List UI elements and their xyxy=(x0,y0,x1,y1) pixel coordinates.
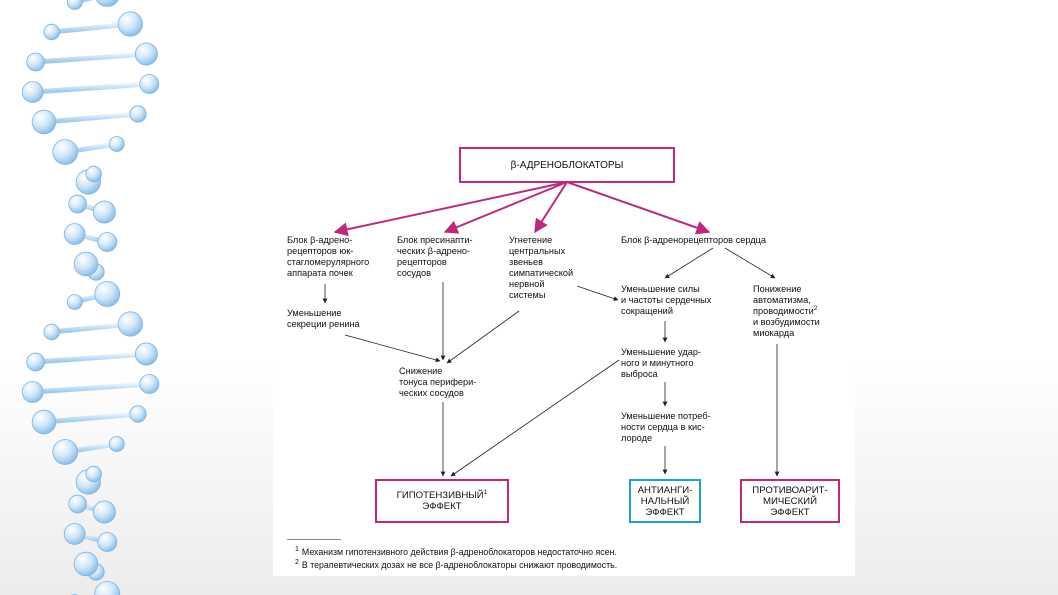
helix-sphere xyxy=(68,494,87,514)
helix-rod xyxy=(33,51,149,65)
node-force: Уменьшение силы и частоты сердечных сокр… xyxy=(621,284,712,316)
helix-sphere xyxy=(94,581,121,595)
helix-rod xyxy=(49,21,133,35)
branch-central: Угнетение центральных звеньев симпатичес… xyxy=(509,235,574,300)
footnote-rule xyxy=(287,539,341,540)
helix-rod xyxy=(41,411,141,425)
helix-rod xyxy=(30,81,152,95)
helix-sphere xyxy=(92,500,116,524)
helix-sphere xyxy=(129,405,147,423)
footnote-1-text: Механизм гипотензивного действия β-адрен… xyxy=(301,546,617,557)
helix-sphere xyxy=(26,352,45,372)
branch-presynaptic: Блок пресинапти- ческих β-адрено- рецепт… xyxy=(397,235,473,278)
node-automatism: Понижение автоматизма, проводимости2 и в… xyxy=(753,284,820,339)
helix-sphere xyxy=(97,532,118,552)
helix-sphere xyxy=(66,0,83,10)
helix-sphere xyxy=(85,165,102,183)
helix-sphere xyxy=(52,439,79,465)
node-oxygen: Уменьшение потреб- ности сердца в кис- л… xyxy=(621,411,711,443)
helix-rod xyxy=(33,351,149,365)
hypotensive-text-a: ГИПОТЕНЗИВНЫЙ xyxy=(396,490,484,501)
helix-rod xyxy=(49,321,133,335)
footnote-1-num: 1 xyxy=(295,546,299,553)
automatism-text-b: и возбудимости миокарда xyxy=(753,317,820,338)
arrow-renin-tone xyxy=(344,334,441,363)
arrow-heart-force xyxy=(664,247,714,279)
branch-heart: Блок β-адренорецепторов сердца xyxy=(621,235,766,245)
dna-helix-icon xyxy=(21,0,160,595)
helix-sphere xyxy=(117,11,143,37)
arrow-root-heart xyxy=(566,181,711,235)
helix-sphere xyxy=(21,381,44,403)
diagram-canvas: β-АДРЕНОБЛОКАТОРЫ Блок β-адрено- рецепто… xyxy=(273,120,855,576)
footnote-2-num: 2 xyxy=(295,559,299,566)
footnote-2-marker: 2 xyxy=(813,304,818,312)
footnote-1-marker: 1 xyxy=(483,488,488,496)
helix-rod xyxy=(30,381,152,395)
arrows-layer xyxy=(322,181,780,477)
arrow-root-central xyxy=(534,181,568,234)
helix-sphere xyxy=(139,374,160,394)
helix-sphere xyxy=(43,323,60,341)
helix-sphere xyxy=(117,311,143,337)
helix-sphere xyxy=(31,109,57,135)
arrow-central-force xyxy=(576,285,619,301)
arrow-output-hypotensive xyxy=(450,359,620,477)
hypotensive-text-b: ЭФФЕКТ xyxy=(422,501,462,512)
helix-sphere xyxy=(97,232,118,252)
node-output: Уменьшение удар- ного и минутного выброс… xyxy=(621,347,701,379)
helix-sphere xyxy=(73,551,99,577)
automatism-text-a: Понижение автоматизма, проводимости xyxy=(753,284,814,316)
root-box: β-АДРЕНОБЛОКАТОРЫ xyxy=(459,147,675,183)
effect-antiarrhythmic: ПРОТИВОАРИТ- МИЧЕСКИЙ ЭФФЕКТ xyxy=(740,479,840,523)
helix-sphere xyxy=(52,139,79,165)
helix-sphere xyxy=(134,42,158,66)
helix-sphere xyxy=(92,200,116,224)
helix-sphere xyxy=(63,223,86,245)
helix-sphere xyxy=(68,194,87,214)
helix-sphere xyxy=(108,136,125,152)
helix-sphere xyxy=(63,523,86,545)
node-renin: Уменьшение секреции ренина xyxy=(287,308,360,329)
helix-sphere xyxy=(95,0,119,7)
helix-sphere xyxy=(139,74,160,94)
helix-sphere xyxy=(66,294,83,310)
helix-sphere xyxy=(31,409,57,435)
arrow-root-kidney xyxy=(333,181,568,237)
arrow-central-tone xyxy=(446,310,520,364)
arrow-root-presynaptic xyxy=(443,181,568,234)
helix-sphere xyxy=(85,465,102,483)
helix-sphere xyxy=(21,81,44,103)
footnote-2-text: В терапевтических дозах не все β-адреноб… xyxy=(301,559,618,570)
arrow-heart-automatism xyxy=(724,247,776,279)
helix-sphere xyxy=(94,281,121,307)
helix-sphere xyxy=(43,23,60,41)
effect-antianginal: АНТИАНГИ- НАЛЬНЫЙ ЭФФЕКТ xyxy=(629,479,701,523)
helix-sphere xyxy=(26,52,45,72)
helix-sphere xyxy=(108,436,125,452)
helix-sphere xyxy=(73,251,99,277)
branch-kidney: Блок β-адрено- рецепторов юк- стагломеру… xyxy=(287,235,370,278)
helix-sphere xyxy=(134,342,158,366)
helix-rod xyxy=(41,111,141,125)
node-tone: Снижение тонуса перифери- ческих сосудов xyxy=(399,366,477,398)
helix-sphere xyxy=(129,105,147,123)
